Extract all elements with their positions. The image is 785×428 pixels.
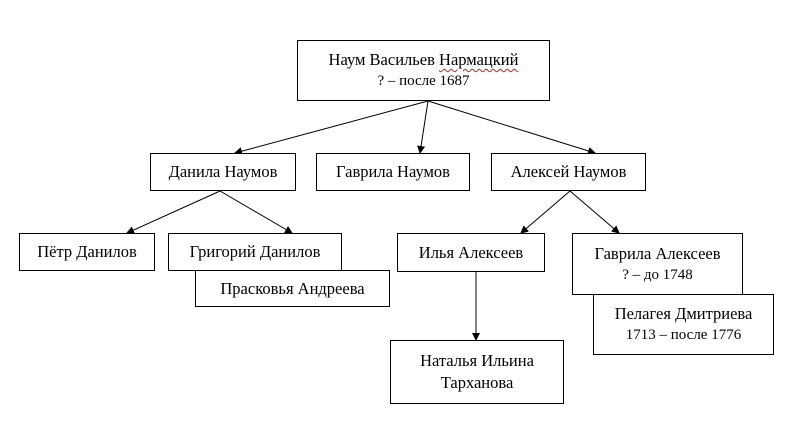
node-gavrila-alekseev-dates: ? – до 1748 [622,266,693,283]
arrow-naum-aleksei [427,100,596,155]
node-aleksei-name: Алексей Наумов [510,162,627,181]
node-ilya-alekseev: Илья Алексеев [397,233,545,272]
node-naum-name: Наум Васильев Нармацкий [328,50,519,69]
node-pelageya-dmitrieva: Пелагея Дмитриева 1713 – после 1776 [593,294,774,355]
node-naum-vasilyev-narmatsky: Наум Васильев Нармацкий ? – после 1687 [297,40,550,101]
node-pelageya-name: Пелагея Дмитриева [614,304,753,323]
node-naum-dates: ? – после 1687 [377,73,470,89]
arrow-aleksei-gavrila [569,190,620,234]
node-grigori-name: Григорий Данилов [189,242,321,261]
spellcheck-underlined-surname: Нармацкий [439,50,519,69]
node-pelageya-dates: 1713 – после 1776 [625,327,742,343]
node-ilya-name: Илья Алексеев [418,242,524,262]
node-praskovya-andreeva: Прасковья Андреева [195,270,390,307]
node-gavrila-alekseev-name: Гаврила Алексеев [594,243,721,263]
node-praskovya-name: Прасковья Андреева [220,278,365,298]
node-petr-danilov: Пётр Данилов [19,233,155,271]
arrow-naum-gavrila [417,100,429,154]
node-gavrila-naumov: Гаврила Наумов [316,153,470,191]
node-gavrila-alekseev: Гаврила Алексеев ? – до 1748 [572,233,743,295]
node-aleksei-naumov: Алексей Наумов [491,153,646,191]
node-natalya-ilyina-tarkhanova: Наталья Ильина Тарханова [390,340,564,404]
arrow-naum-danila [234,100,429,156]
node-petr-name: Пётр Данилов [37,242,137,261]
node-danila-name: Данила Наумов [168,162,278,181]
arrow-danila-petr [126,190,221,234]
arrow-aleksei-ilya [520,190,571,234]
node-gavrila-naumov-name: Гаврила Наумов [336,162,450,181]
node-danila-naumov: Данила Наумов [150,153,296,191]
node-natalya-line1: Наталья Ильина [420,351,534,370]
arrow-danila-grigori [219,190,293,234]
node-grigori-danilov: Григорий Данилов [168,233,342,271]
node-natalya-line2: Тарханова [440,373,514,392]
